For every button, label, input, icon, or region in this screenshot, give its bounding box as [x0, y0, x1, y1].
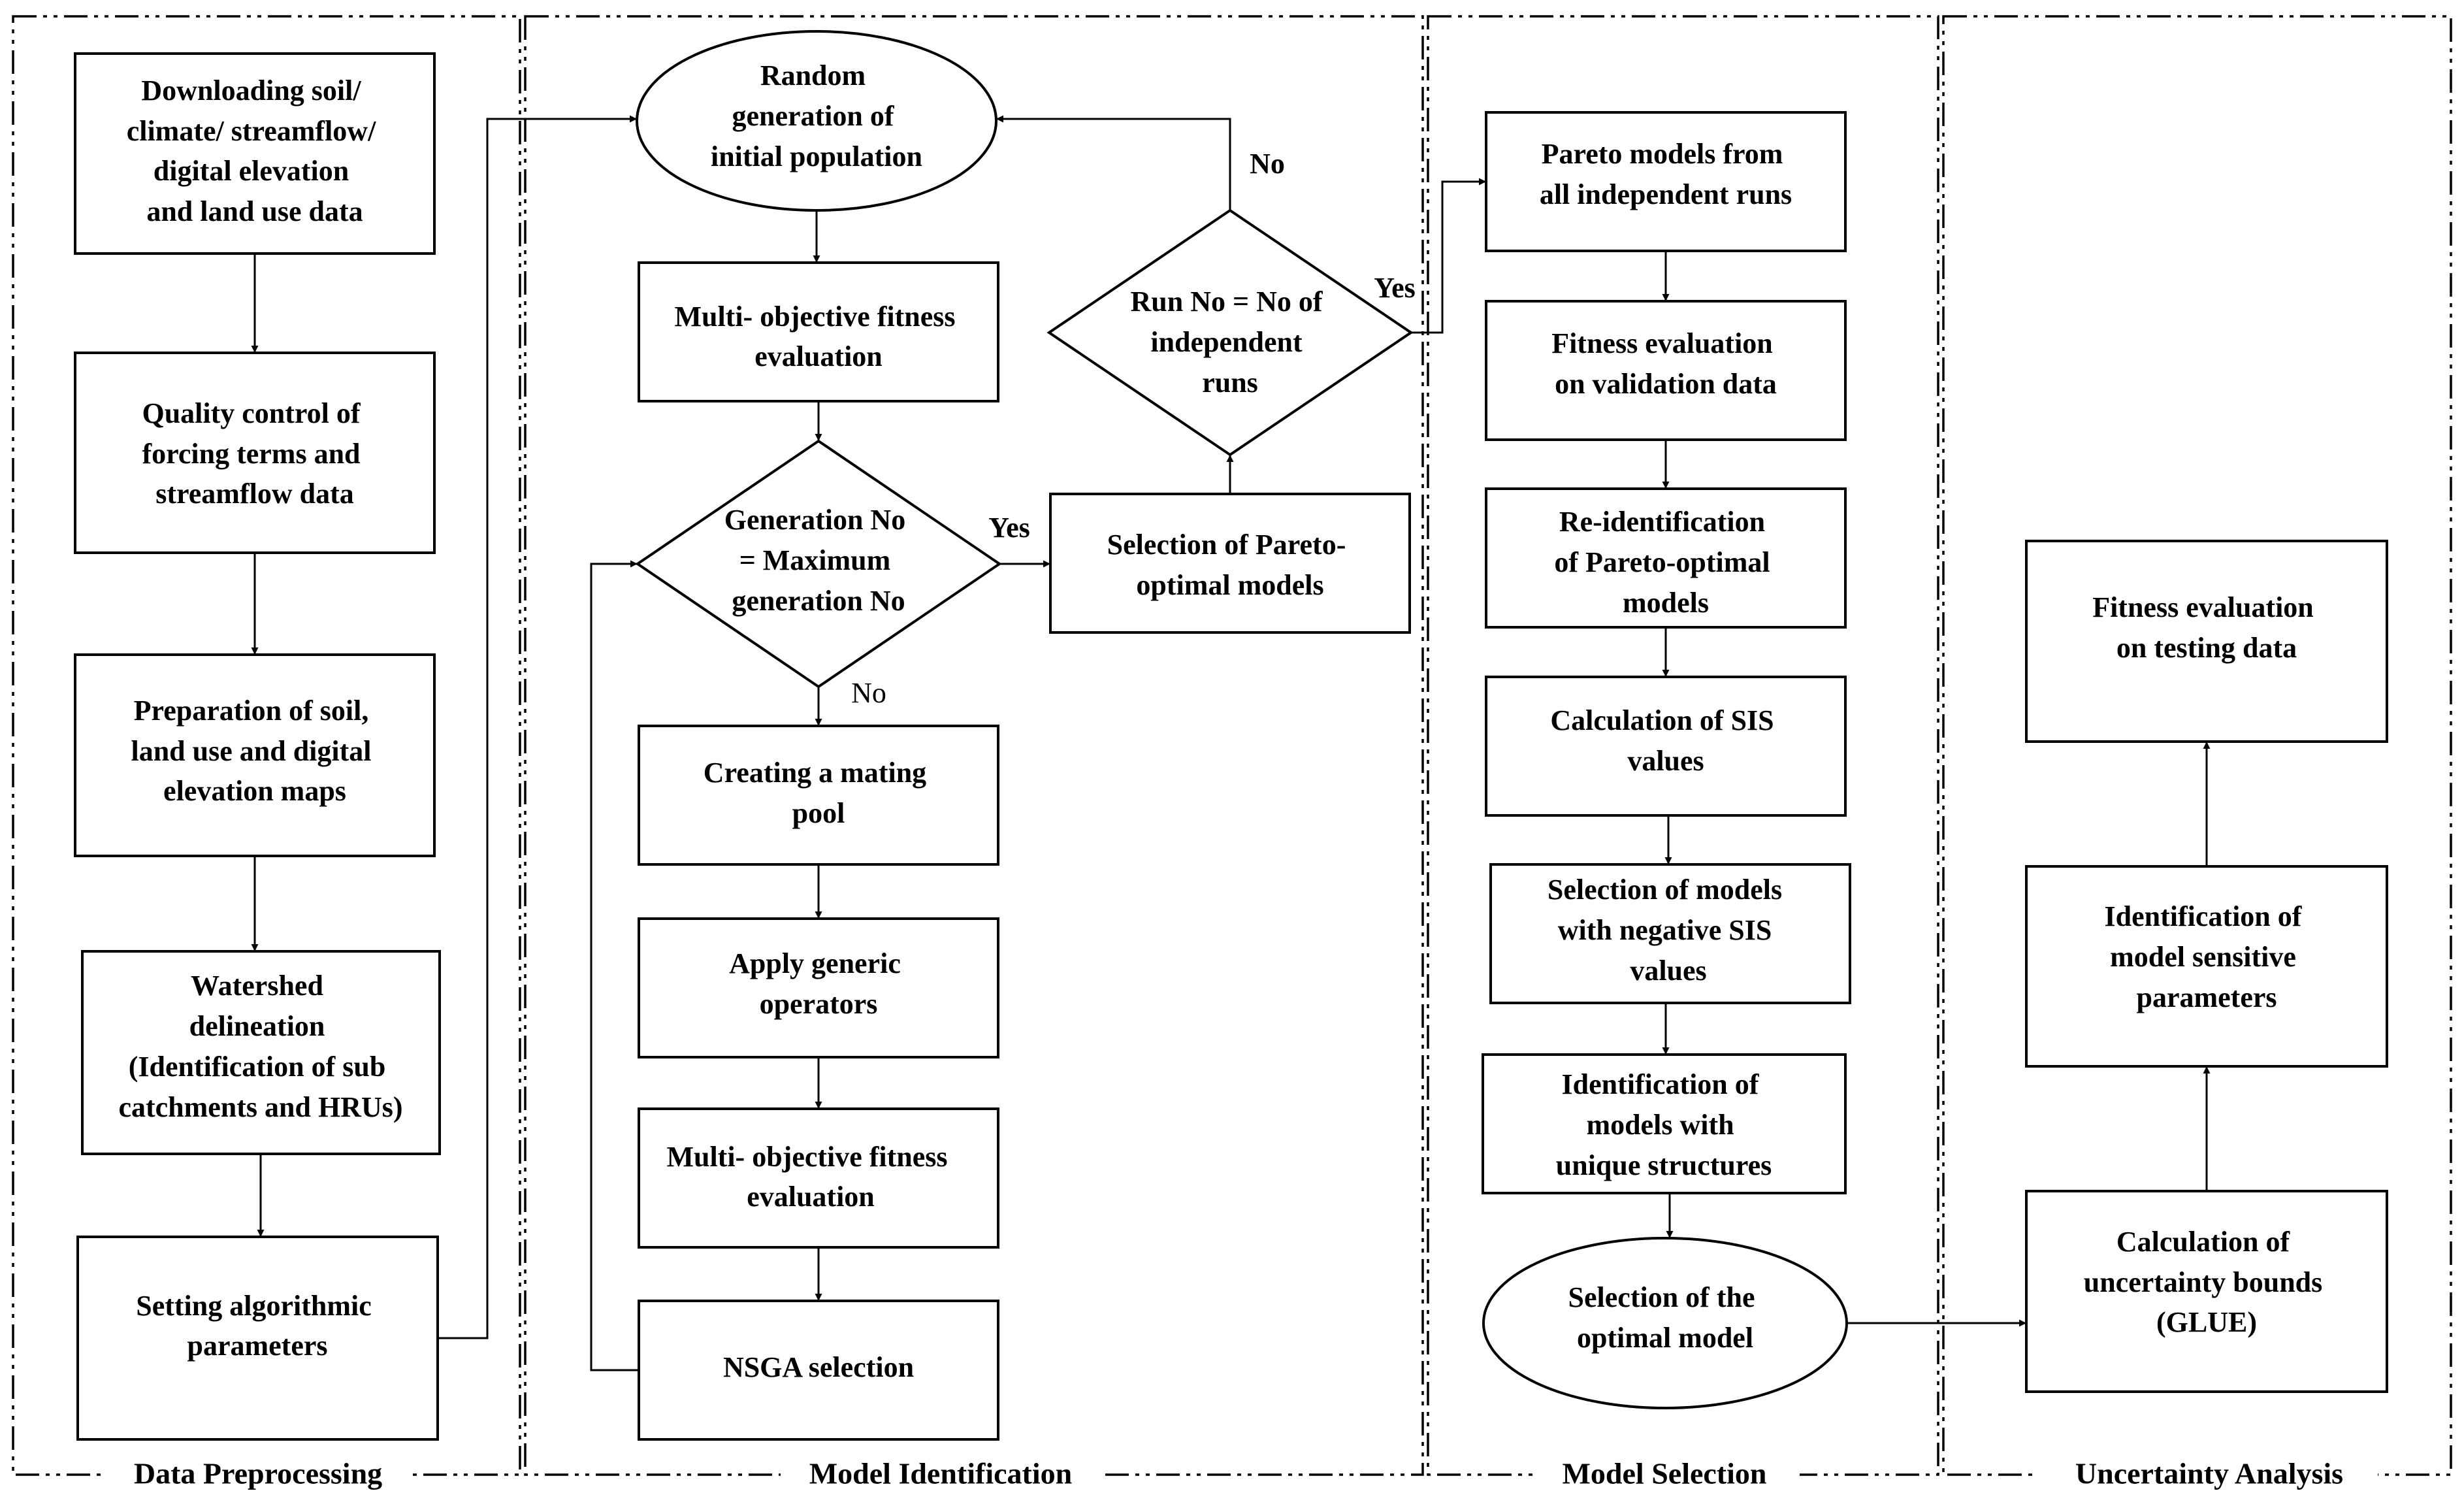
download-data-box [74, 52, 436, 255]
model-selection-nodes: Pareto models from all independent runs … [1482, 111, 1851, 1409]
quality-control-text: Quality control of forcing terms and str… [142, 397, 367, 510]
negative-sis-box [1489, 863, 1851, 1004]
glue-bounds-box [2025, 1190, 2388, 1393]
uncertainty-analysis-frame [1942, 15, 2452, 1476]
algorithmic-parameters-box [76, 1236, 439, 1441]
reidentification-text: Re-identification of Pareto-optimal mode… [1554, 506, 1777, 619]
runcheck-no-label: No [1250, 148, 1285, 180]
section-label-uncertainty-analysis: Uncertainty Analysis [2075, 1457, 2343, 1490]
sis-calculation-text: Calculation of SIS values [1550, 704, 1781, 777]
algorithmic-parameters-text: Setting algorithmic parameters [136, 1290, 379, 1362]
fitness-eval-2-text: Multi- objective fitness evaluation [666, 1141, 954, 1213]
watershed-delineation-text: Watershed delineation (Identification of… [118, 970, 402, 1123]
arrow-runcheck-yes-to-pareto-all [1411, 178, 1486, 334]
negative-sis-text: Selection of models with negative SIS va… [1548, 874, 1789, 987]
sensitive-parameters-text: Identification of model sensitive parame… [2105, 900, 2309, 1013]
unique-structures-text: Identification of models with unique str… [1556, 1068, 1772, 1181]
random-generation-text: Random generation of initial population [711, 59, 922, 172]
pareto-all-runs-text: Pareto models from all independent runs [1540, 138, 1792, 210]
prepare-maps-text: Preparation of soil, land use and digita… [131, 695, 378, 807]
fitness-eval-1-text: Multi- objective fitness evaluation [674, 301, 962, 372]
quality-control-box [74, 352, 436, 554]
gencheck-yes-label: Yes [988, 512, 1030, 544]
section-label-model-selection: Model Selection [1563, 1457, 1767, 1490]
section-label-data-preprocessing: Data Preprocessing [134, 1457, 382, 1490]
optimal-model-text: Selection of the optimal model [1568, 1281, 1762, 1354]
nsga-selection-box [638, 1300, 999, 1441]
unique-structures-box [1482, 1053, 1847, 1194]
testing-fitness-text: Fitness evaluation on testing data [2092, 591, 2321, 664]
sis-calculation-box [1485, 676, 1847, 817]
generic-operators-box [638, 917, 999, 1058]
data-preprocessing-frame [12, 15, 521, 1476]
download-data-text: Downloading soil/ climate/ streamflow/ d… [127, 74, 383, 227]
uncertainty-analysis-nodes: Calculation of uncertainty bounds (GLUE)… [2025, 540, 2388, 1393]
mating-pool-box [638, 725, 999, 866]
fitness-eval-1-box [638, 261, 999, 402]
testing-fitness-box [2025, 540, 2388, 743]
section-labels: Data Preprocessing Model Identification … [105, 1456, 2378, 1495]
run-check-text: Run No = No of independent runs [1131, 286, 1330, 399]
prepare-maps-box [74, 653, 436, 857]
decision-labels: Yes No Yes No [851, 148, 1416, 709]
pareto-selection-box [1049, 493, 1411, 634]
reidentification-box [1485, 487, 1847, 629]
arrow-params-to-random [438, 115, 637, 1339]
glue-bounds-text: Calculation of uncertainty bounds (GLUE) [2084, 1226, 2330, 1338]
gencheck-no-label: No [851, 677, 886, 709]
runcheck-yes-label: Yes [1374, 272, 1416, 304]
nsga-selection-text: NSGA selection [723, 1351, 914, 1383]
generic-operators-text: Apply generic operators [729, 947, 908, 1020]
validation-fitness-text: Fitness evaluation on validation data [1551, 327, 1780, 400]
connectors [251, 115, 2211, 1371]
arrow-nsga-loop-to-gencheck [590, 560, 639, 1371]
pareto-selection-text: Selection of Pareto- optimal models [1107, 529, 1354, 601]
pareto-all-runs-box [1485, 111, 1847, 252]
validation-fitness-box [1485, 300, 1847, 441]
data-preprocessing-nodes: Downloading soil/ climate/ streamflow/ d… [74, 52, 441, 1441]
arrow-runcheck-no-to-random [996, 115, 1231, 210]
sensitive-parameters-box [2025, 865, 2388, 1068]
fitness-eval-2-box [638, 1107, 999, 1249]
mating-pool-text: Creating a mating pool [704, 757, 933, 829]
section-label-model-identification: Model Identification [809, 1457, 1072, 1490]
watershed-delineation-box [81, 950, 441, 1155]
model-identification-nodes: Random generation of initial population … [635, 30, 1414, 1441]
generation-check-text: Generation No = Maximum generation No [724, 504, 913, 617]
